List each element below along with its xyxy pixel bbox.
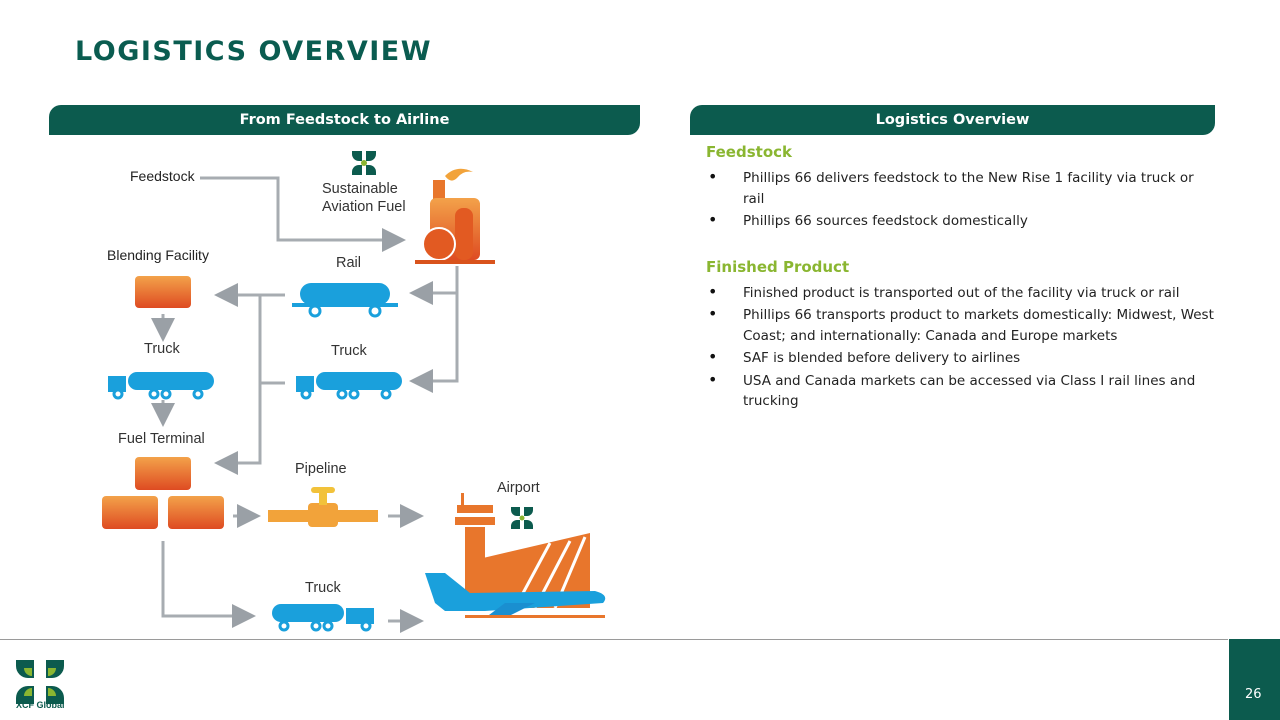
feedstock-section: Feedstock •Phillips 66 delivers feedstoc…	[706, 143, 1216, 232]
saf-label-line1: Sustainable	[322, 181, 398, 197]
page-number-box: 26	[1229, 639, 1280, 720]
list-item: •Phillips 66 delivers feedstock to the N…	[708, 167, 1194, 207]
xcf-global-logo	[16, 660, 64, 704]
footer-divider	[0, 639, 1228, 640]
truck-left-label: Truck	[144, 341, 180, 357]
overview-banner: Logistics Overview	[690, 105, 1215, 135]
truck-bottom-label: Truck	[305, 580, 341, 596]
slide-title: LOGISTICS OVERVIEW	[75, 36, 432, 67]
fuel-terminal-label: Fuel Terminal	[118, 431, 205, 447]
diagram-banner: From Feedstock to Airline	[49, 105, 640, 135]
rail-car-icon	[292, 283, 398, 318]
feedstock-bullet-list: •Phillips 66 delivers feedstock to the N…	[706, 167, 1216, 232]
pipeline-icon	[268, 487, 378, 527]
feedstock-label: Feedstock	[130, 168, 195, 184]
pipeline-label: Pipeline	[295, 461, 347, 477]
list-item: •SAF is blended before delivery to airli…	[708, 347, 1021, 366]
blending-facility-label: Blending Facility	[107, 247, 209, 263]
refinery-icon	[415, 168, 495, 264]
airport-label: Airport	[497, 480, 540, 496]
saf-logo-icon	[349, 148, 379, 178]
airport-icon	[425, 493, 606, 618]
flow-diagram-graphic	[102, 148, 606, 633]
finished-product-section-title: Finished Product	[706, 257, 850, 276]
finished-product-bullet-list: •Finished product is transported out of …	[706, 281, 1216, 412]
page-number: 26	[1245, 687, 1262, 702]
logo-name: XCF Global	[16, 700, 65, 710]
truck-top-label: Truck	[331, 343, 367, 359]
truck-icon-bottom	[272, 604, 374, 632]
fuel-terminal-tanks-icon	[102, 457, 224, 529]
overview-panel: Feedstock •Phillips 66 delivers feedstoc…	[706, 143, 1216, 414]
truck-icon-top	[296, 372, 402, 400]
feedstock-section-title: Feedstock	[706, 143, 792, 161]
saf-label-line2: Aviation Fuel	[322, 199, 406, 215]
list-item: •Phillips 66 transports product to marke…	[708, 304, 1214, 344]
logistics-flow-diagram: Feedstock Sustainable Aviation Fuel Blen…	[60, 138, 640, 638]
finished-product-section: Finished Product •Finished product is tr…	[706, 258, 1216, 412]
flow-connectors	[151, 176, 459, 633]
truck-icon-left	[108, 372, 214, 400]
list-item: •Finished product is transported out of …	[708, 281, 1180, 301]
list-item: •USA and Canada markets can be accessed …	[708, 369, 1196, 410]
list-item: •Phillips 66 sources feedstock domestica…	[708, 210, 1028, 229]
rail-label: Rail	[336, 255, 361, 271]
airport-saf-logo-icon	[508, 504, 536, 532]
blending-tank-icon	[135, 276, 191, 308]
